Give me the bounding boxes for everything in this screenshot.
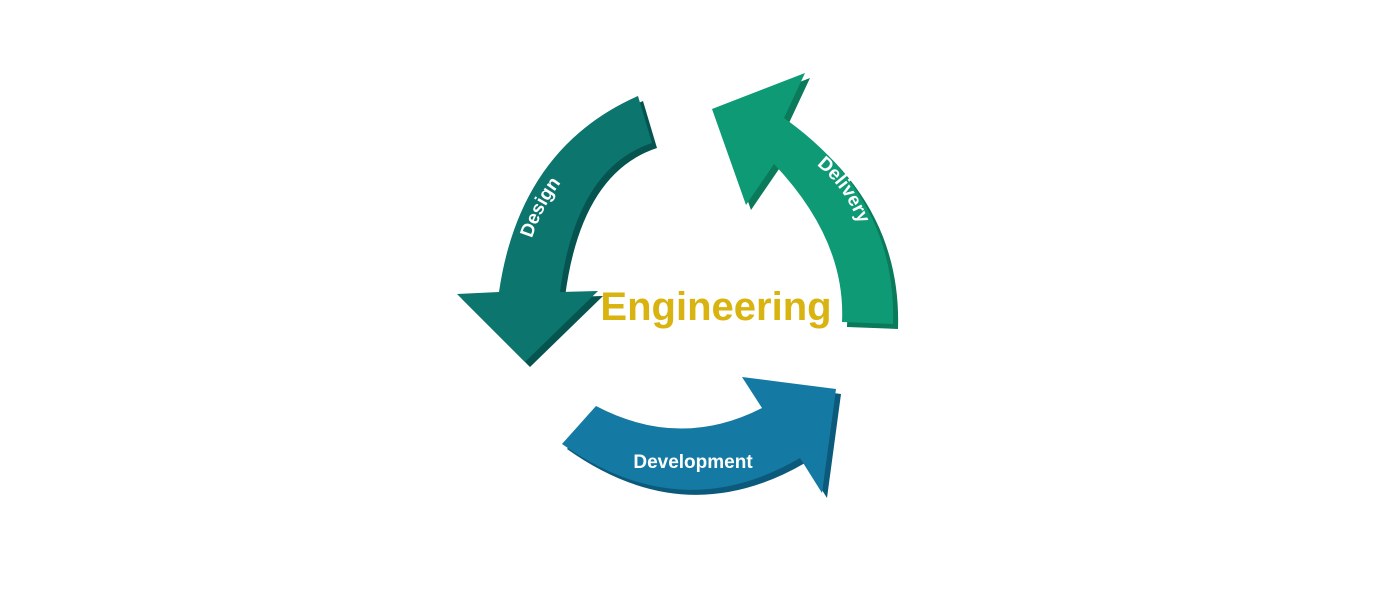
development-arrow: Development	[562, 377, 841, 498]
delivery-arrow: Delivery	[712, 73, 899, 329]
design-arrow-body	[457, 96, 652, 362]
development-arrow-body	[562, 377, 836, 493]
center-title: Engineering	[600, 285, 831, 329]
delivery-arrow-body	[712, 73, 894, 324]
development-label: Development	[633, 452, 753, 473]
